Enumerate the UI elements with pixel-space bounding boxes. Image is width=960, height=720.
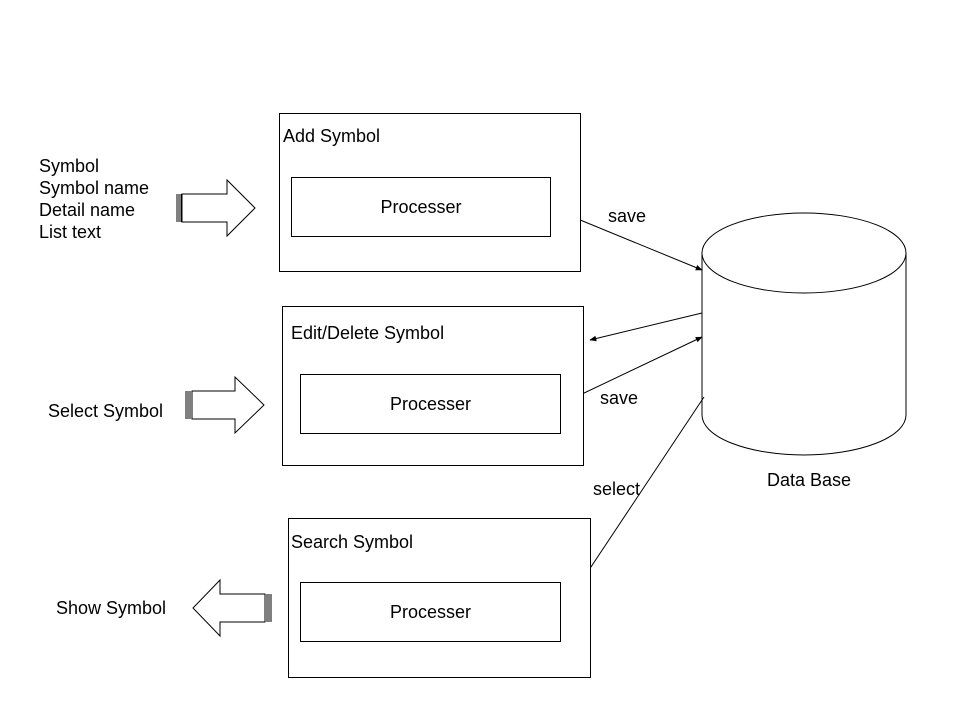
edit-input-label: Select Symbol [48, 401, 164, 421]
search-select-edge-label: select [593, 479, 641, 499]
add-input-detail-name: Detail name [39, 200, 136, 220]
edit-delete-symbol-processor-label: Processer [389, 393, 472, 414]
search-output-block-arrow [192, 578, 272, 638]
edit-input-block-arrow [185, 375, 265, 435]
db-to-edit-arrow [589, 312, 703, 342]
database-cylinder [701, 212, 907, 456]
add-save-edge-label: save [608, 206, 647, 226]
add-input-symbol-name: Symbol name [39, 178, 150, 198]
add-input-list-text: List text [39, 222, 102, 242]
edit-to-db-save-arrow [560, 336, 703, 405]
add-input-symbol: Symbol [39, 156, 100, 176]
search-symbol-title: Search Symbol [291, 532, 414, 552]
search-output-label: Show Symbol [56, 598, 167, 618]
add-symbol-title: Add Symbol [283, 126, 381, 146]
search-symbol-processor-label: Processer [389, 601, 472, 622]
add-input-block-arrow [176, 178, 256, 238]
add-symbol-processor: Processer [291, 177, 551, 237]
edit-delete-symbol-title: Edit/Delete Symbol [291, 323, 445, 343]
edit-delete-symbol-processor: Processer [300, 374, 561, 434]
search-symbol-processor: Processer [300, 582, 561, 642]
add-symbol-processor-label: Processer [380, 196, 462, 217]
edit-save-edge-label: save [600, 388, 639, 408]
database-label: Data Base [767, 470, 852, 490]
